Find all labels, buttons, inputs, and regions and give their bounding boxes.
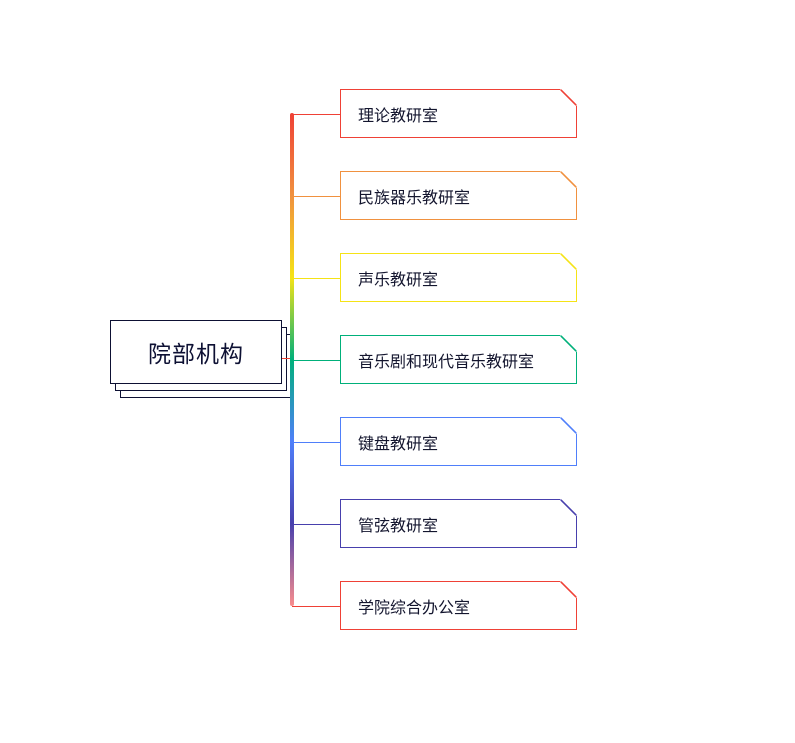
child-node-label: 民族器乐教研室 [358,189,471,207]
child-node[interactable]: 音乐剧和现代音乐教研室 [340,335,577,384]
folded-corner-icon [560,89,577,106]
branch-connector [292,277,340,279]
child-node-body [340,89,577,138]
branch-connector [292,195,340,197]
branch-connector [292,441,340,443]
child-node-label: 音乐剧和现代音乐教研室 [358,353,535,371]
child-node-label: 管弦教研室 [358,517,439,535]
child-node-label: 键盘教研室 [358,435,439,453]
branch-connector [292,605,340,607]
folded-corner-icon [560,253,577,270]
child-node[interactable]: 学院综合办公室 [340,581,577,630]
child-node-body [340,417,577,466]
child-node[interactable]: 声乐教研室 [340,253,577,302]
child-node[interactable]: 民族器乐教研室 [340,171,577,220]
child-node-body [340,581,577,630]
child-node-label: 理论教研室 [358,107,439,125]
branch-connector [292,113,340,115]
root-node-stack-layer-front: 院部机构 [110,320,282,384]
folded-corner-icon [560,581,577,598]
child-node-body [340,335,577,384]
child-node-body [340,253,577,302]
root-node[interactable]: 院部机构 [110,320,292,398]
child-node-label: 学院综合办公室 [358,599,471,617]
child-node-label: 声乐教研室 [358,271,439,289]
child-node[interactable]: 理论教研室 [340,89,577,138]
child-node-body [340,171,577,220]
folded-corner-icon [560,335,577,352]
folded-corner-icon [560,417,577,434]
branch-connector [292,523,340,525]
child-node[interactable]: 键盘教研室 [340,417,577,466]
child-node[interactable]: 管弦教研室 [340,499,577,548]
branch-connector [292,359,340,361]
root-connector-stub [282,358,294,359]
child-node-body [340,499,577,548]
root-node-label: 院部机构 [148,341,244,367]
folded-corner-icon [560,171,577,188]
folded-corner-icon [560,499,577,516]
